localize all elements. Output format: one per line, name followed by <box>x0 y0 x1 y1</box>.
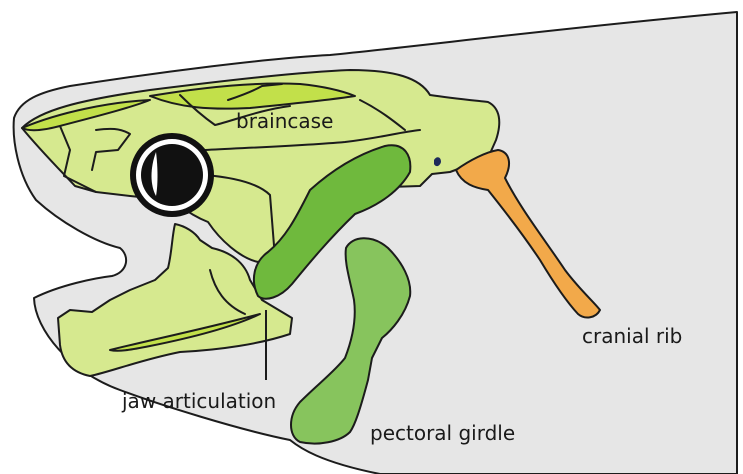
eye-icon <box>130 133 214 217</box>
pectoral-girdle-label: pectoral girdle <box>370 421 515 445</box>
cranial-rib-label: cranial rib <box>582 324 682 348</box>
jaw-articulation-label: jaw articulation <box>121 389 276 413</box>
braincase-label: braincase <box>236 109 333 133</box>
